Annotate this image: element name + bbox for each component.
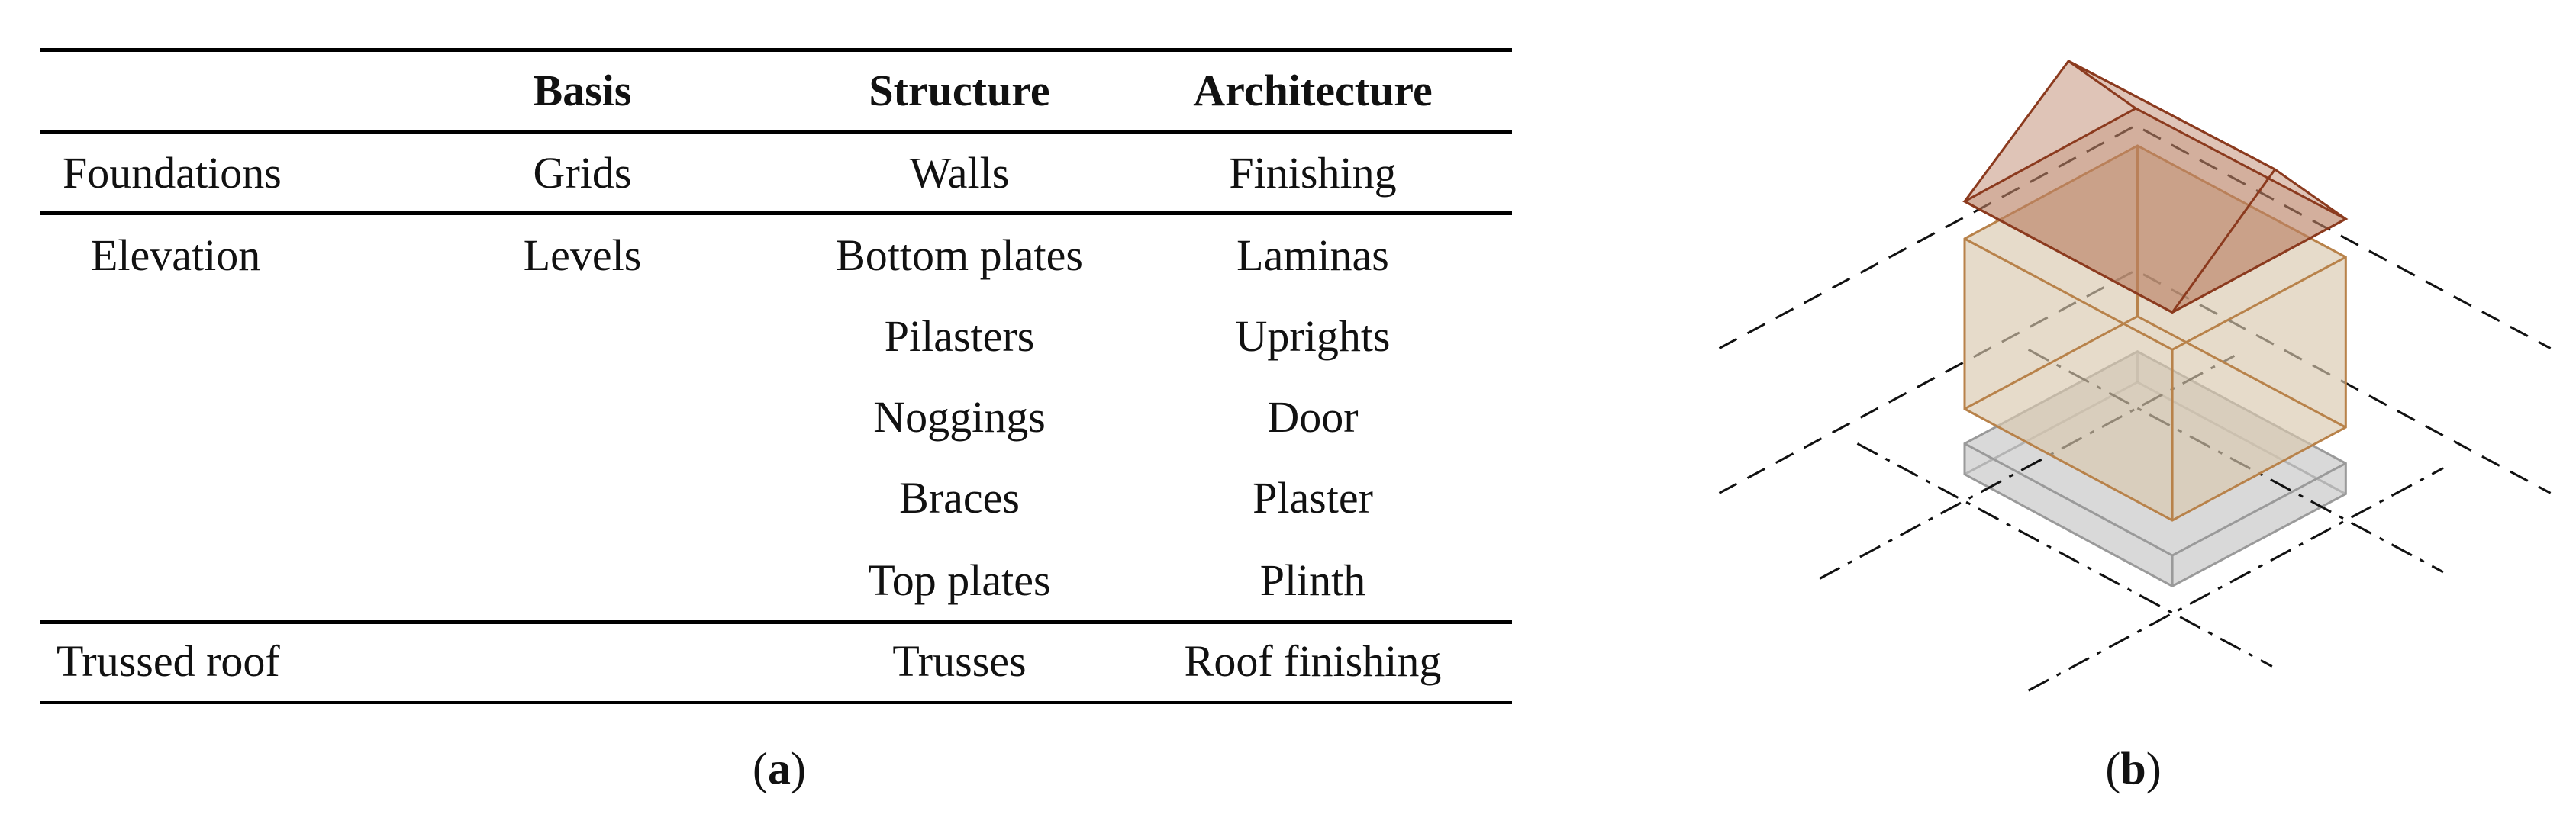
cell-architecture: Plaster	[1253, 473, 1373, 523]
cell-architecture: Plinth	[1259, 555, 1366, 605]
caption-a: (a)	[753, 743, 806, 794]
group-rule-2	[40, 620, 1512, 624]
cell-basis: Levels	[523, 230, 642, 280]
header-rule	[40, 130, 1512, 134]
cell-basis: Grids	[533, 148, 632, 198]
cell-architecture: Roof finishing	[1184, 636, 1442, 686]
cell-architecture: Finishing	[1229, 148, 1397, 198]
cell-architecture: Uprights	[1235, 311, 1391, 361]
level-lines	[1720, 126, 2551, 494]
bottom-rule	[40, 701, 1512, 704]
cell-structure: Noggings	[873, 392, 1046, 442]
header-architecture: Architecture	[1193, 66, 1433, 115]
cell-structure: Trusses	[892, 636, 1027, 686]
group-rule-1	[40, 211, 1512, 215]
header-basis: Basis	[533, 66, 632, 115]
cell-architecture: Door	[1267, 392, 1359, 442]
cell-structure: Walls	[909, 148, 1010, 198]
row-label-trussed-roof: Trussed roof	[56, 636, 280, 686]
roof-volume	[1965, 61, 2345, 312]
top-rule	[40, 48, 1512, 52]
header-structure: Structure	[869, 66, 1050, 115]
cell-structure: Pilasters	[884, 311, 1035, 361]
cell-structure: Top plates	[868, 555, 1051, 605]
cell-structure: Bottom plates	[836, 230, 1083, 280]
row-label-foundations: Foundations	[63, 148, 282, 198]
caption-b: (b)	[2105, 743, 2162, 794]
cell-structure: Braces	[899, 473, 1020, 523]
cell-architecture: Laminas	[1236, 230, 1389, 280]
row-label-elevation: Elevation	[91, 230, 261, 280]
